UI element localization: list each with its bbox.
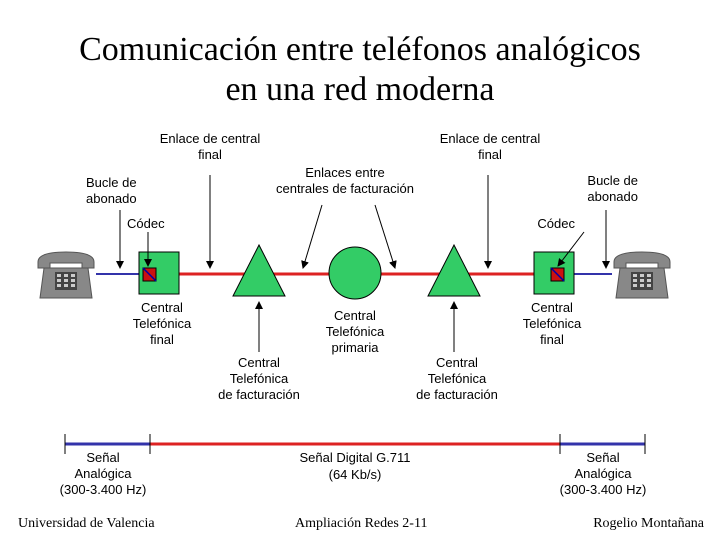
- telephone-right-icon: [613, 251, 671, 299]
- label-central-primaria: Central Telefónica primaria: [325, 308, 385, 355]
- label-central-final-left: Central Telefónica final: [132, 300, 192, 347]
- label-central-facturacion-right: Central Telefónica de facturación: [416, 355, 498, 402]
- telephone-left-icon: [37, 251, 95, 299]
- codec-right-icon: [550, 267, 565, 282]
- page-title: Comunicación entre teléfonos analógicos …: [0, 30, 720, 110]
- central-facturacion-right-node: [427, 243, 481, 297]
- label-enlaces-entre-centrales: Enlaces entre centrales de facturación: [275, 165, 415, 196]
- label-senal-digital: Señal Digital G.711: [299, 450, 411, 465]
- label-senal-digital-rate: (64 Kb/s): [328, 467, 382, 482]
- codec-left-icon: [142, 267, 157, 282]
- label-enlace-central-final-right: Enlace de central final: [439, 131, 541, 162]
- label-senal-analogica-right: Señal Analógica (300-3.400 Hz): [559, 450, 647, 497]
- arrow-enlaces-entre-left: [301, 204, 323, 269]
- label-enlace-central-final-left: Enlace de central final: [159, 131, 261, 162]
- footer-author: Rogelio Montañana: [593, 516, 704, 531]
- central-primaria-node: [328, 246, 382, 300]
- central-facturacion-left-node: [232, 243, 286, 297]
- label-codec-left: Códec: [127, 216, 165, 231]
- footer-university: Universidad de Valencia: [18, 516, 155, 531]
- signal-bar: [64, 434, 646, 454]
- label-central-final-right: Central Telefónica final: [522, 300, 582, 347]
- title-line-1: Comunicación entre teléfonos analógicos: [79, 31, 641, 68]
- title-line-2: en una red moderna: [225, 71, 495, 108]
- label-codec-right: Códec: [537, 216, 575, 231]
- arrow-codec-right: [557, 231, 585, 267]
- footer-course: Ampliación Redes 2-11: [295, 516, 428, 531]
- label-bucle-abonado-left: Bucle de abonado: [86, 175, 137, 206]
- label-senal-analogica-left: Señal Analógica (300-3.400 Hz): [59, 450, 147, 497]
- label-bucle-abonado-right: Bucle de abonado: [587, 173, 638, 204]
- arrow-enlaces-entre-right: [374, 204, 397, 269]
- label-central-facturacion-left: Central Telefónica de facturación: [218, 355, 300, 402]
